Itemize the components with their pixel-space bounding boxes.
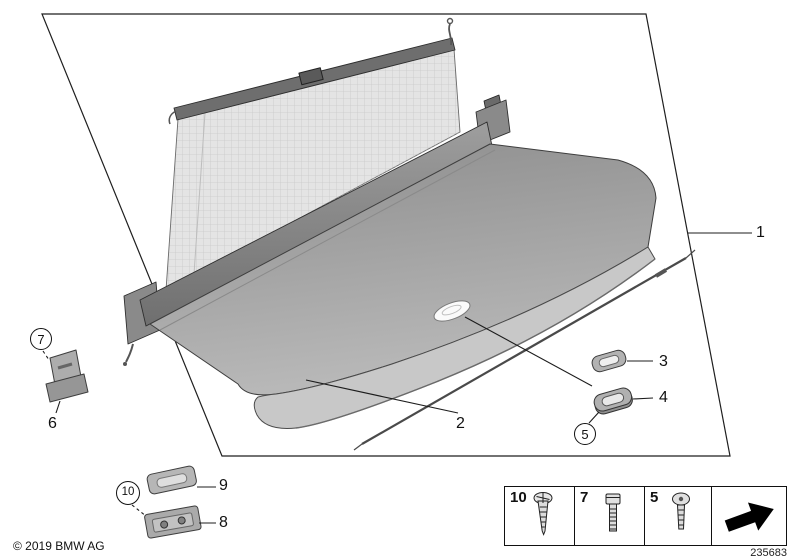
roller-blind-cassette bbox=[123, 94, 511, 366]
fastener-label-10: 10 bbox=[510, 489, 527, 506]
fastener-cell-7[interactable]: 7 bbox=[575, 487, 645, 545]
callout-2[interactable]: 2 bbox=[456, 415, 465, 432]
part-9-clip bbox=[146, 465, 197, 495]
fastener-cell-arrow[interactable] bbox=[712, 487, 786, 545]
part-3-trim bbox=[591, 349, 627, 373]
fastener-label-5: 5 bbox=[650, 489, 659, 506]
callout-10[interactable]: 10 bbox=[116, 481, 140, 505]
diagram-number: 235683 bbox=[750, 547, 787, 559]
fastener-cell-5[interactable]: 5 bbox=[645, 487, 712, 545]
callout-6[interactable]: 6 bbox=[48, 415, 57, 432]
continuation-arrow-icon bbox=[724, 502, 774, 532]
part-8-bracket bbox=[144, 505, 202, 539]
leader-lines bbox=[42, 232, 752, 524]
copyright-text: © 2019 BMW AG bbox=[13, 539, 105, 553]
callout-9[interactable]: 9 bbox=[219, 477, 228, 494]
callout-5[interactable]: 5 bbox=[574, 423, 596, 445]
fastener-cell-10[interactable]: 10 bbox=[505, 487, 575, 545]
callout-3[interactable]: 3 bbox=[659, 353, 668, 370]
torx-screw-icon bbox=[672, 492, 690, 530]
callout-1[interactable]: 1 bbox=[756, 224, 765, 241]
callout-8[interactable]: 8 bbox=[219, 514, 228, 531]
cover-handle-cutout bbox=[433, 300, 471, 322]
callout-7[interactable]: 7 bbox=[30, 328, 52, 350]
tapping-screw-icon bbox=[533, 492, 553, 536]
pull-rod bbox=[353, 249, 696, 451]
part-6-bracket bbox=[45, 349, 89, 403]
fastener-legend: 10 7 5 bbox=[504, 486, 787, 546]
callout-4[interactable]: 4 bbox=[659, 389, 668, 406]
cap-screw-icon bbox=[605, 493, 621, 532]
fastener-label-7: 7 bbox=[580, 489, 589, 506]
cargo-cover-shelf bbox=[149, 143, 657, 429]
part-4-trim bbox=[593, 387, 633, 415]
